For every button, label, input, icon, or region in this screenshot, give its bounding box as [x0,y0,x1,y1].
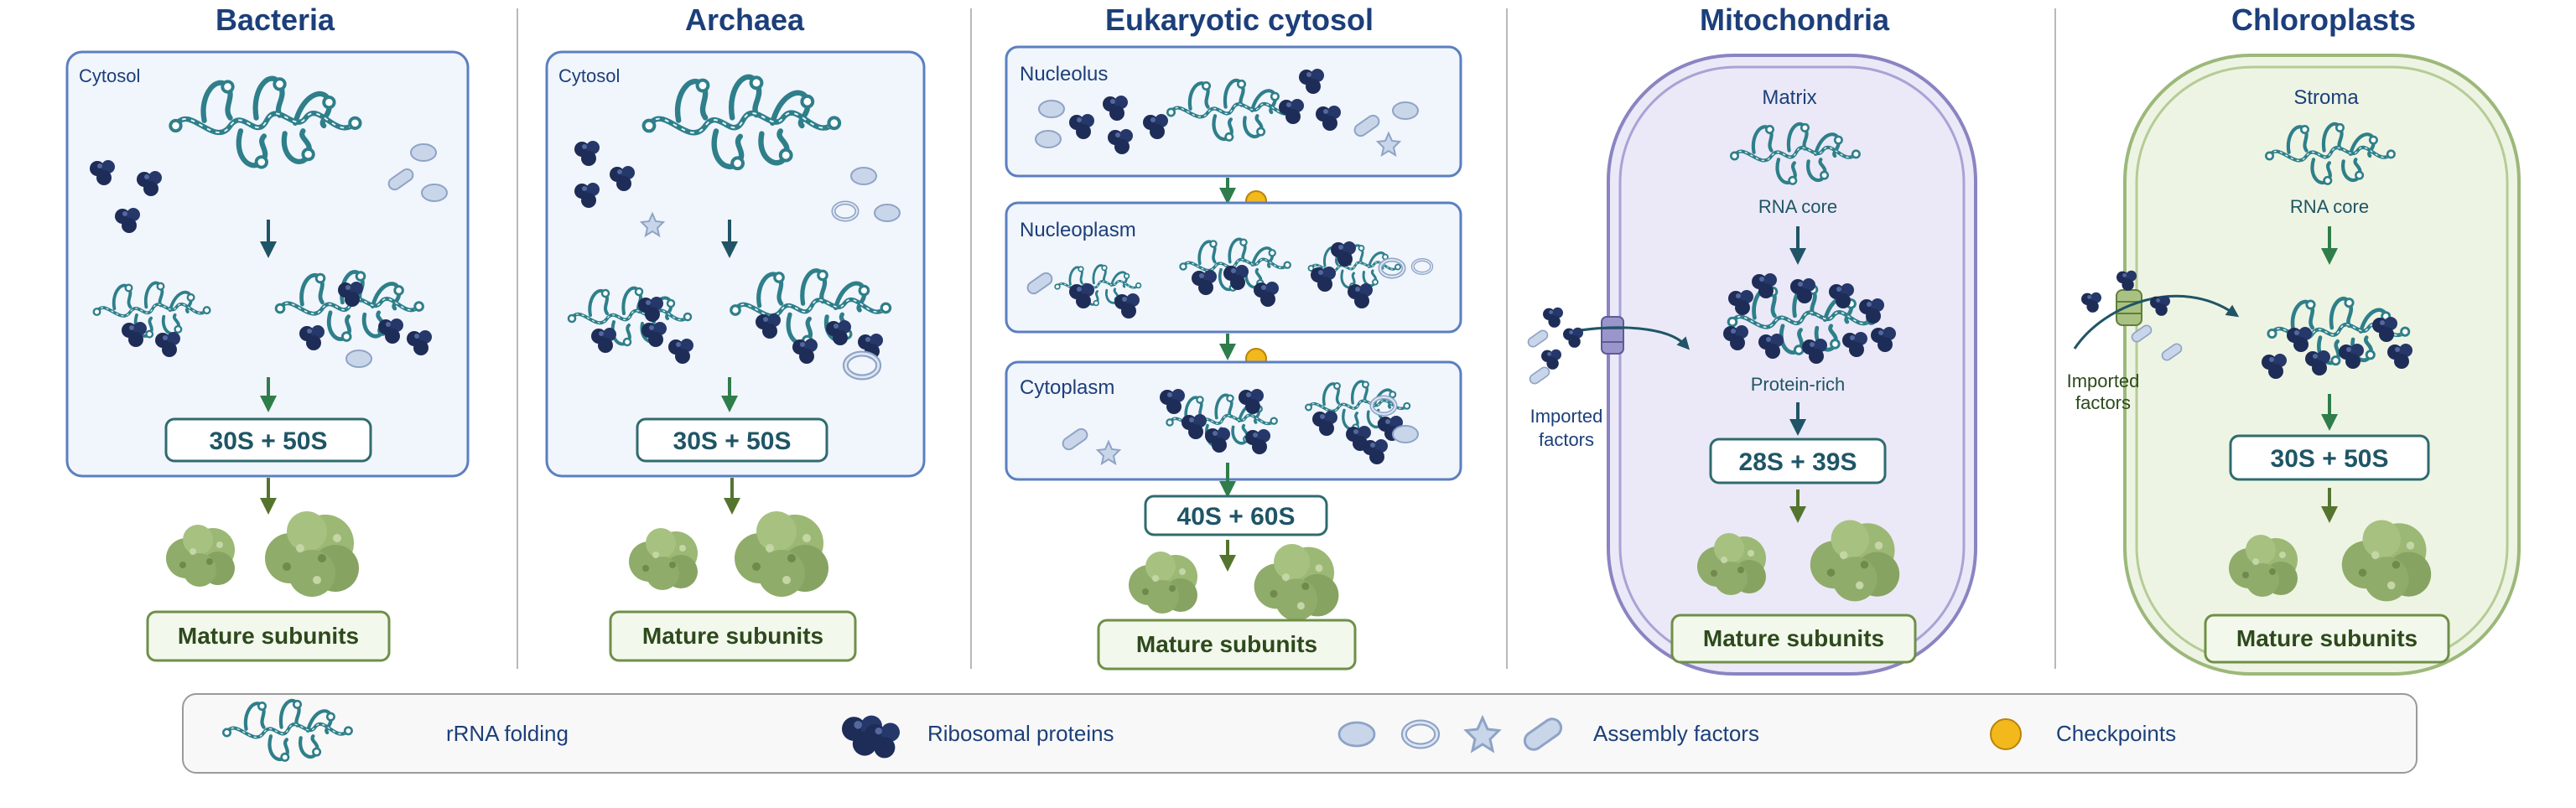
mitochondria-rich-label: Protein-rich [1751,374,1845,395]
import-arrow [1569,326,1690,350]
legend: rRNA folding Ribosomal proteins Assembly… [182,693,2418,774]
cytoplasm-label: Cytoplasm [1020,376,1114,399]
archaea-mature-label: Mature subunits [642,623,823,649]
eukaryotic-column: Eukaryotic cytosol Nucleolus Nucleoplasm [1005,3,1462,671]
bacteria-title: Bacteria [216,3,335,37]
assembly-factor [1392,101,1419,120]
archaea-subunits-label: 30S + 50S [673,427,792,455]
mitochondria-core-label: RNA core [1758,196,1837,217]
mature-small-subunit [1129,552,1197,614]
column-dividers [517,8,2056,669]
legend-checkpoints-label: Checkpoints [2056,721,2176,746]
mitochondria-compartment-label: Matrix [1762,86,1816,109]
archaea-subunits-box [636,417,828,463]
chloroplasts-compartment-label: Stroma [2293,86,2359,109]
protein-cluster [1541,349,1561,370]
archaea-column: Archaea Cytosol 30S + 50S Mature subunit… [545,3,926,662]
assembly-factor [874,204,901,222]
mature-small-subunit [166,525,235,587]
eukaryotic-subunits-box [1144,495,1328,536]
legend-rrna-label: rRNA folding [446,721,569,746]
mitochondrion-outer-membrane [1607,54,1977,676]
eukaryotic-subunits-label: 40S + 60S [1177,503,1296,531]
bacteria-compartment-label: Cytosol [79,65,140,86]
mitochondria-subunits-box [1709,438,1887,484]
mitochondria-imported-label-2: factors [1539,429,1594,450]
import-channel [1601,316,1624,355]
chloroplasts-subunits-label: 30S + 50S [2271,445,2389,473]
legend-box [182,693,2418,774]
legend-checkpoint-icon [1990,718,2022,750]
assembly-factor [421,184,448,202]
assembly-factor [345,350,372,368]
nucleolus-label: Nucleolus [1020,63,1108,85]
import-arrow [2073,294,2240,350]
assembly-factor [410,143,437,162]
chloroplasts-core-label: RNA core [2290,196,2369,217]
protein-cluster [1543,307,1563,328]
assembly-factor [850,167,877,185]
mature-small-subunit [629,528,698,590]
chloroplasts-mature-label: Mature subunits [2236,625,2418,651]
mitochondria-imported-label-1: Imported [1530,406,1603,427]
mature-large-subunit [265,511,359,597]
legend-proteins-label: Ribosomal proteins [927,721,1114,746]
archaea-compartment-label: Cytosol [558,65,620,86]
bacteria-cytosol-panel [65,50,470,478]
archaea-title: Archaea [685,3,805,37]
chloroplasts-imported-label-2: factors [2075,392,2131,413]
protein-cluster [2081,292,2101,313]
assembly-factor [1035,130,1062,148]
bacteria-subunits-box [164,417,372,463]
chloroplasts-imported-label-1: Imported [2067,370,2140,391]
nucleoplasm-label: Nucleoplasm [1020,219,1136,241]
import-channel [2116,289,2142,326]
bacteria-column: Bacteria Cytosol 30S + 50S Mature subuni… [65,3,470,662]
bacteria-mature-label: Mature subunits [178,623,359,649]
archaea-cytosol-panel [545,50,926,478]
assembly-factor [1038,100,1065,118]
bacteria-subunits-label: 30S + 50S [210,427,328,455]
chloroplasts-mature-box [2204,614,2450,664]
chloroplasts-subunits-box [2229,434,2430,481]
eukaryotic-mature-label: Mature subunits [1136,631,1317,657]
mature-large-subunit [1254,544,1339,621]
eukaryotic-title: Eukaryotic cytosol [1105,3,1374,37]
mitochondria-mature-label: Mature subunits [1703,625,1884,651]
protein-cluster [1563,327,1583,348]
mitochondria-mature-box [1670,614,1917,664]
legend-factors-label: Assembly factors [1593,721,1759,746]
eukaryotic-mature-box [1097,619,1357,671]
mature-large-subunit [735,511,828,597]
assembly-factor [1527,365,1552,386]
chloroplasts-title: Chloroplasts [2231,3,2416,37]
archaea-mature-box [609,610,857,662]
mitochondria-column: Mitochondria Matrix RNA core Protein-ric… [1525,3,1977,676]
assembly-factor [1392,425,1419,443]
assembly-factor [1525,328,1550,350]
mitochondria-subunits-label: 28S + 39S [1739,448,1857,476]
chloroplasts-column: Chloroplasts Stroma RNA core 30S + 50S M… [2067,3,2521,676]
mitochondria-title: Mitochondria [1700,3,1890,37]
bacteria-mature-box [146,610,391,662]
